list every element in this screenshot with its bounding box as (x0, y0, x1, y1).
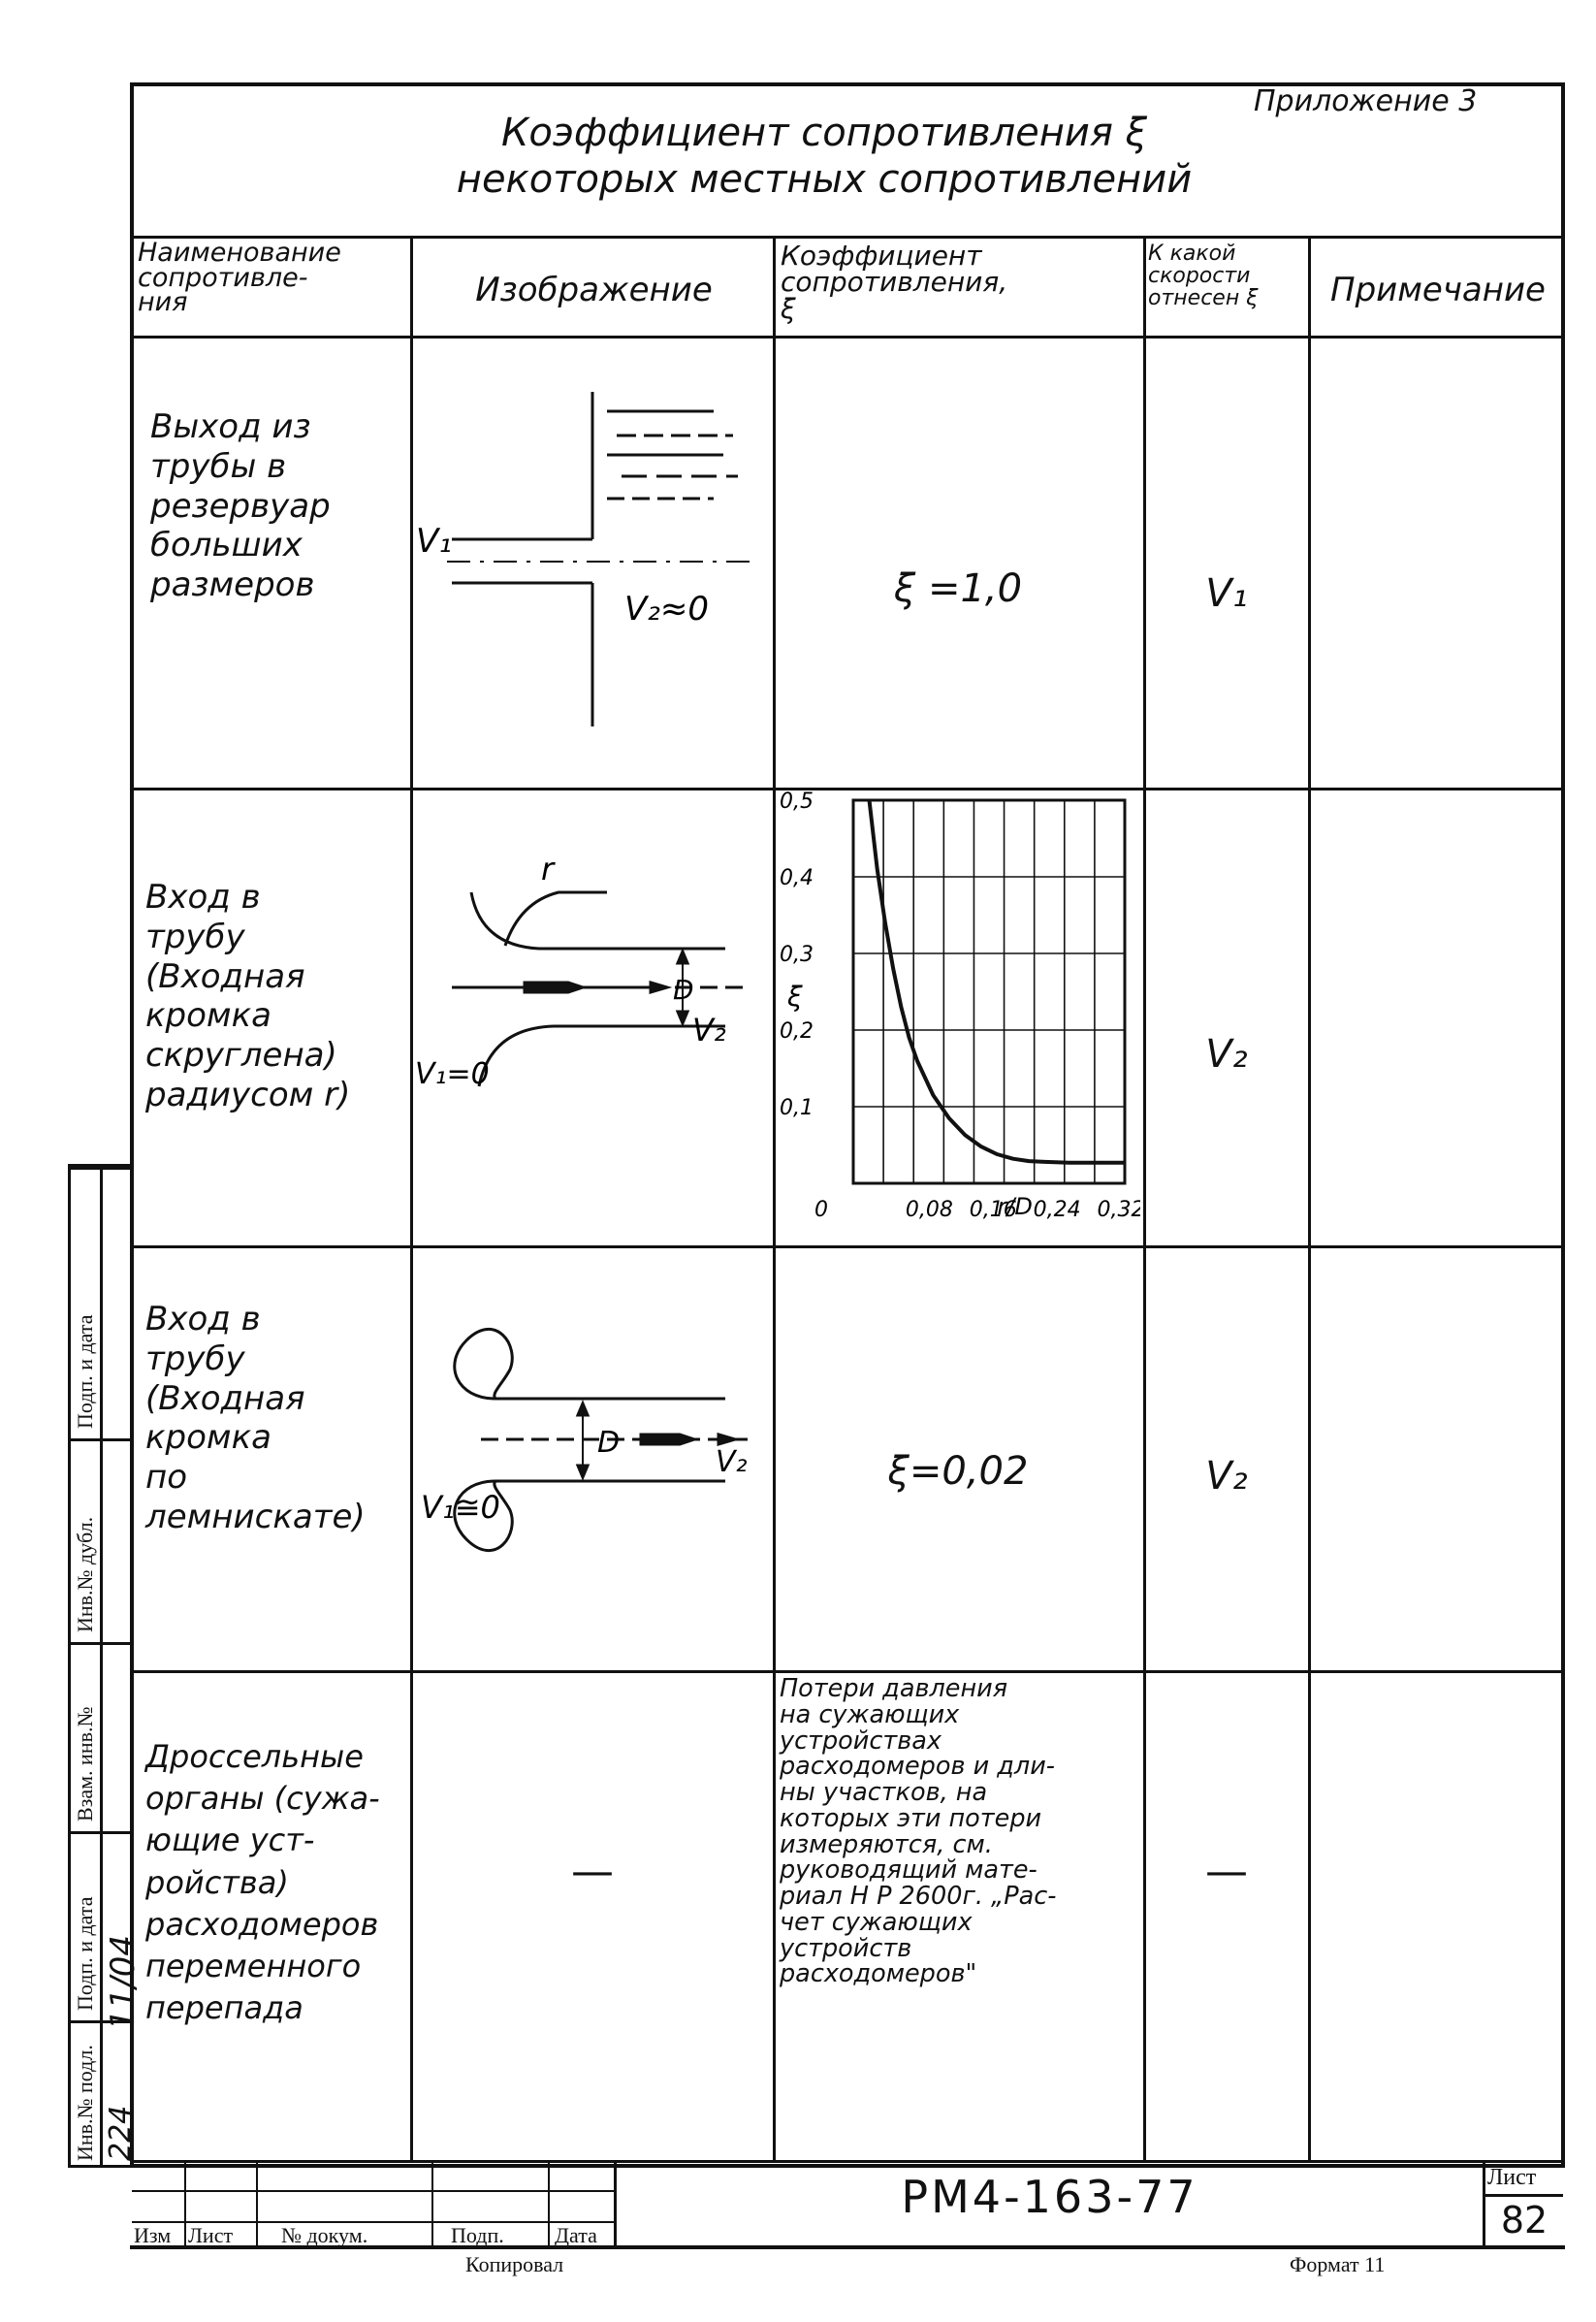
doc-number: РМ4-163-77 (901, 2171, 1198, 2223)
document-frame (130, 82, 1565, 2168)
col-header-image: Изображение (475, 271, 713, 309)
tb-col-izm: Изм (134, 2223, 172, 2247)
stamp-label: Инв.№ дубл. (73, 1516, 97, 1632)
velocity-value: V₂ (1205, 1032, 1248, 1077)
sketch-pipe-exit: V₁ V₂≈0 (416, 392, 757, 726)
page-title: Коэффициент сопротивления ξ (501, 111, 1147, 155)
sketch-v2-label: V₂≈0 (624, 590, 709, 629)
chart-ylabel: ξ (786, 981, 803, 1013)
stamp-label: Подп. и дата (73, 1314, 97, 1429)
sketch-v1-label: V₁≅0 (421, 1489, 500, 1526)
page-subtitle: некоторых местных сопротивлений (456, 157, 1193, 202)
velocity-value: — (1205, 1847, 1248, 1896)
velocity-value: V₂ (1205, 1454, 1248, 1499)
sheet-label: Лист (1487, 2165, 1537, 2190)
copied-label: Копировал (465, 2252, 564, 2276)
coefficient-value: ξ=0,02 (887, 1449, 1029, 1494)
velocity-value: V₁ (1205, 571, 1248, 616)
stamp-label: Инв.№ подл. (73, 2045, 97, 2161)
coefficient-value: ξ =1,0 (893, 566, 1023, 611)
chart-grid (851, 798, 1127, 1185)
chart-y-tick-label: 0,1 (780, 1096, 814, 1120)
row-name: Вход в трубу (Входная кромка скруглена) … (145, 878, 351, 1114)
chart-x-tick-label: 0,24 (1034, 1198, 1081, 1222)
sketch-v1-label: V₁ (416, 522, 452, 561)
col-header-coefficient: Коэффициент сопротивления, ξ (781, 240, 1008, 325)
side-stamp: Подп. и дата Инв.№ дубл. Взам. инв.№ Под… (68, 1164, 143, 2168)
col-header-name: Наименование сопротивле- ния (138, 238, 341, 318)
tb-col-podp: Подп. (451, 2223, 504, 2247)
sketch-lemniscate-inlet: D V₂ V₁≅0 (421, 1327, 748, 1553)
row-name: Вход в трубу (Входная кромка по лемниска… (145, 1300, 366, 1536)
chart-x-tick-label: 0,08 (906, 1198, 953, 1222)
chart-y-tick-label: 0,2 (780, 1019, 814, 1044)
sketch-d-label: D (673, 974, 694, 1006)
format-label: Формат 11 (1290, 2252, 1386, 2276)
col-header-velocity: К какой скорости отнесен ξ (1148, 242, 1259, 311)
sketch-dash: — (571, 1847, 614, 1896)
sketch-v2-label: V₂ (692, 1012, 726, 1048)
tb-col-date: Дата (555, 2223, 597, 2247)
chart-plot-border (851, 798, 1127, 1185)
chart-xlabel: r/D (997, 1193, 1032, 1220)
appendix-label: Приложение 3 (1254, 84, 1478, 118)
chart-series (867, 799, 1125, 1165)
row-name: Дроссельные органы (сужа- ющие уст- ройс… (145, 1738, 380, 2027)
tb-col-doc: № докум. (281, 2223, 368, 2247)
chart-x-tick-label: 0 (814, 1198, 828, 1222)
sketch-v2-label: V₂ (716, 1445, 748, 1479)
chart-inlet-coefficient: 0,1 0,2 0,3 0,4 0,5 0 0,08 0,16 0,24 0,32 r/D ξ (780, 790, 1140, 1222)
chart-ticks: 0,1 0,2 0,3 0,4 0,5 0 0,08 0,16 0,24 0,32 r/D (780, 790, 1140, 1222)
stamp-label: Подп. и дата (73, 1896, 97, 2011)
chart-y-tick-label: 0,5 (780, 790, 814, 814)
sheet-number: 82 (1500, 2199, 1548, 2241)
coefficient-text: Потери давления на сужающих устройствах … (780, 1674, 1057, 1989)
tb-col-list: Лист (188, 2223, 234, 2247)
row-name: Выход из трубы в резервуар больших разме… (150, 407, 331, 605)
chart-x-tick-label: 0,32 (1098, 1198, 1140, 1222)
chart-y-tick-label: 0,4 (780, 866, 814, 890)
sketch-d-label: D (597, 1426, 620, 1460)
chart-y-tick-label: 0,3 (780, 943, 814, 967)
sketch-v1-label: V₁=0 (415, 1057, 490, 1091)
sketch-r-label: r (541, 851, 556, 887)
chart-x-tick-label: 0,16 (970, 1198, 1017, 1222)
col-header-note: Примечание (1330, 271, 1546, 309)
stamp-label: Взам. инв.№ (73, 1706, 97, 1822)
chart-series-line (867, 799, 1125, 1165)
sketch-rounded-inlet: r D V₂ V₁=0 (415, 851, 743, 1091)
